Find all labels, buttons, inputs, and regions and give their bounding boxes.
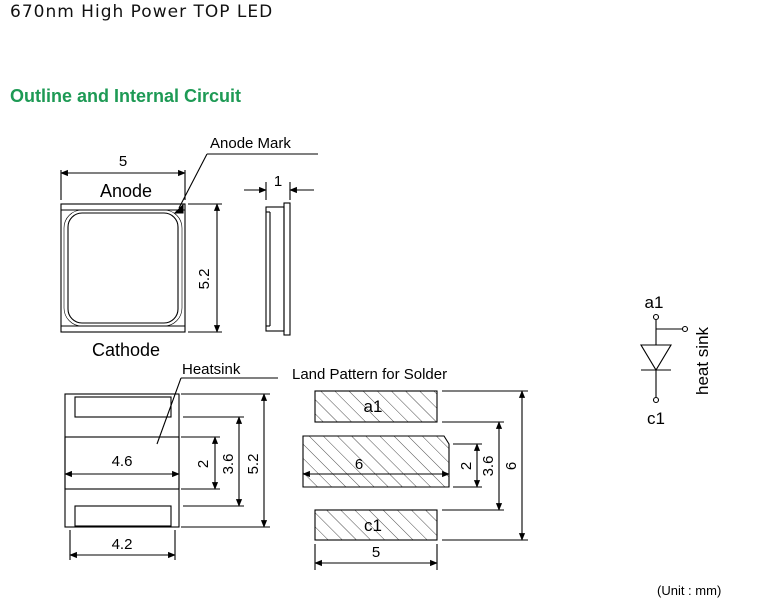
bottom-pad-top (74, 396, 172, 418)
land-pad-center (302, 435, 450, 488)
top-view-body (60, 203, 186, 333)
anode-mark (173, 203, 184, 214)
bottom-view (64, 377, 278, 560)
land-center-height-label: 2 (458, 462, 475, 470)
top-height-label: 5.2 (196, 269, 213, 290)
land-total-height-label: 6 (503, 462, 520, 470)
land-pattern-title: Land Pattern for Solder (292, 366, 447, 383)
heatsink-label: Heatsink (182, 361, 241, 378)
land-width-label: 5 (372, 544, 380, 561)
side-thickness-label: 1 (274, 173, 282, 190)
section-title: Outline and Internal Circuit (10, 86, 242, 106)
bottom-height-label: 5.2 (245, 454, 262, 475)
side-view (244, 182, 314, 336)
top-view-lens (67, 212, 179, 324)
side-view-flange (283, 202, 291, 336)
side-view-body (265, 206, 285, 332)
circuit-anode-label: a1 (645, 293, 664, 312)
bottom-pad-bottom (74, 505, 172, 527)
land-center-label: 6 (355, 456, 363, 473)
land-pattern (302, 390, 528, 570)
land-pad-a1 (314, 390, 438, 423)
circuit-cathode-label: c1 (647, 409, 665, 428)
diode-symbol (640, 344, 672, 372)
land-pad-a1-label: a1 (364, 397, 383, 416)
internal-circuit (640, 313, 689, 404)
heat-sink-terminal (681, 325, 689, 333)
anode-label: Anode (100, 181, 152, 201)
top-view (60, 153, 318, 333)
land-pad-c1-label: c1 (364, 516, 382, 535)
land-pad-c1 (314, 509, 438, 541)
bottom-pad-span-label: 3.6 (220, 454, 237, 475)
anode-mark-label: Anode Mark (210, 135, 291, 152)
land-span-label: 3.6 (480, 456, 497, 477)
cathode-label: Cathode (92, 340, 160, 360)
top-width-label: 5 (119, 153, 127, 170)
bottom-width-label: 4.2 (112, 536, 133, 553)
heatsink-pad (64, 436, 180, 490)
page-title: 670nm High Power TOP LED (10, 2, 274, 22)
circuit-heatsink-label: heat sink (693, 326, 712, 395)
unit-note: (Unit : mm) (657, 583, 722, 598)
heatsink-height-label: 2 (195, 460, 212, 468)
heatsink-width-label: 4.6 (112, 453, 133, 470)
